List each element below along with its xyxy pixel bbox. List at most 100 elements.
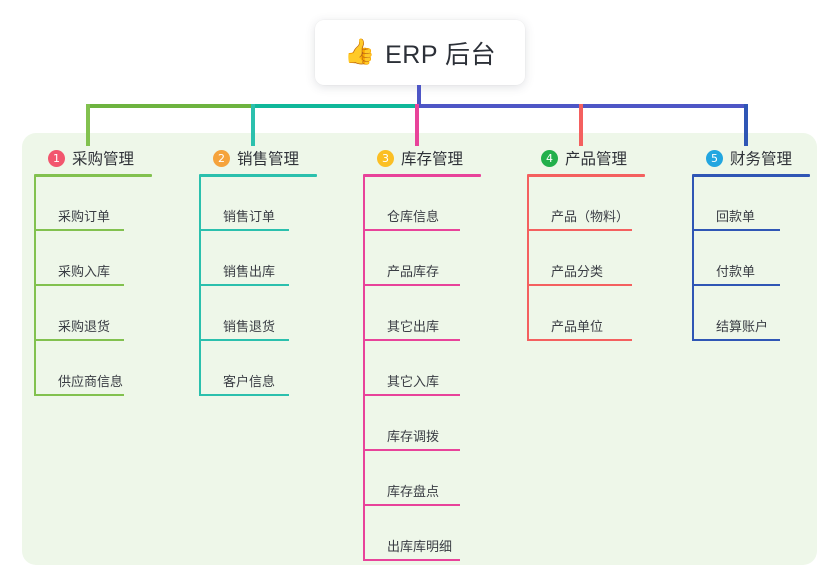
branch-items: 回款单付款单结算账户 bbox=[692, 176, 792, 341]
branch-title: 产品管理 bbox=[565, 151, 628, 168]
list-item[interactable]: 采购订单 bbox=[34, 176, 134, 231]
root-stem bbox=[417, 85, 421, 108]
list-item[interactable]: 销售订单 bbox=[199, 176, 299, 231]
list-item-underline bbox=[363, 559, 460, 561]
list-item-label: 库存调拨 bbox=[387, 429, 440, 444]
list-item-underline bbox=[527, 284, 632, 286]
list-item-label: 其它出库 bbox=[387, 319, 440, 334]
branch-items: 销售订单销售出库销售退货客户信息 bbox=[199, 176, 299, 396]
list-item[interactable]: 付款单 bbox=[692, 231, 792, 286]
list-item[interactable]: 其它出库 bbox=[363, 286, 463, 341]
list-item-underline bbox=[199, 339, 289, 341]
list-item-underline bbox=[363, 339, 460, 341]
connector-segment-green bbox=[86, 104, 253, 108]
list-item-underline bbox=[363, 229, 460, 231]
list-item-label: 回款单 bbox=[716, 209, 756, 224]
list-item-label: 库存盘点 bbox=[387, 484, 440, 499]
branch-header-4[interactable]: 4 产品管理 bbox=[527, 146, 629, 170]
list-item[interactable]: 供应商信息 bbox=[34, 341, 134, 396]
branch-rail bbox=[363, 176, 365, 561]
list-item-label: 产品库存 bbox=[387, 264, 440, 279]
list-item-underline bbox=[34, 229, 124, 231]
list-item-underline bbox=[363, 394, 460, 396]
connector-segment-teal bbox=[251, 104, 419, 108]
root-node[interactable]: 👍 ERP 后台 bbox=[315, 20, 525, 85]
branch-underline bbox=[527, 174, 645, 177]
branch-number-badge: 4 bbox=[541, 149, 558, 167]
list-item[interactable]: 销售出库 bbox=[199, 231, 299, 286]
branch-column-5: 5 财务管理回款单付款单结算账户 bbox=[692, 146, 810, 341]
list-item[interactable]: 回款单 bbox=[692, 176, 792, 231]
branch-items: 产品（物料） 产品分类产品单位 bbox=[527, 176, 632, 341]
list-item-label: 供应商信息 bbox=[58, 374, 124, 389]
list-item[interactable]: 采购退货 bbox=[34, 286, 134, 341]
list-item[interactable]: 出库库明细 bbox=[363, 506, 463, 561]
list-item-label: 仓库信息 bbox=[387, 209, 440, 224]
thumbs-up-icon: 👍 bbox=[343, 38, 376, 66]
list-item[interactable]: 销售退货 bbox=[199, 286, 299, 341]
branch-number-badge: 5 bbox=[706, 149, 723, 167]
list-item-label: 结算账户 bbox=[716, 319, 769, 334]
branch-header-3[interactable]: 3 库存管理 bbox=[363, 146, 463, 170]
branch-header-2[interactable]: 2 销售管理 bbox=[199, 146, 299, 170]
list-item-underline bbox=[363, 449, 460, 451]
branch-rail bbox=[692, 176, 694, 341]
list-item-underline bbox=[199, 284, 289, 286]
list-item-label: 付款单 bbox=[716, 264, 756, 279]
list-item[interactable]: 产品库存 bbox=[363, 231, 463, 286]
connector-drop-2 bbox=[251, 104, 255, 146]
branch-number-badge: 3 bbox=[377, 149, 394, 167]
branch-underline bbox=[34, 174, 152, 177]
list-item-underline bbox=[199, 229, 289, 231]
list-item-underline bbox=[34, 284, 124, 286]
list-item-underline bbox=[692, 229, 780, 231]
list-item[interactable]: 库存盘点 bbox=[363, 451, 463, 506]
list-item[interactable]: 采购入库 bbox=[34, 231, 134, 286]
connector-drop-3 bbox=[415, 104, 419, 146]
list-item[interactable]: 产品单位 bbox=[527, 286, 632, 341]
list-item-label: 采购退货 bbox=[58, 319, 111, 334]
list-item-label: 产品单位 bbox=[551, 319, 604, 334]
connector-drop-4 bbox=[579, 104, 583, 146]
list-item[interactable]: 库存调拨 bbox=[363, 396, 463, 451]
list-item[interactable]: 其它入库 bbox=[363, 341, 463, 396]
branch-underline bbox=[363, 174, 481, 177]
branch-rail bbox=[199, 176, 201, 396]
branch-items: 采购订单采购入库采购退货供应商信息 bbox=[34, 176, 134, 396]
list-item-underline bbox=[692, 284, 780, 286]
branch-rail bbox=[34, 176, 36, 396]
list-item-label: 销售退货 bbox=[223, 319, 276, 334]
list-item-label: 其它入库 bbox=[387, 374, 440, 389]
list-item-underline bbox=[363, 284, 460, 286]
branch-underline bbox=[199, 174, 317, 177]
branch-title: 采购管理 bbox=[72, 151, 135, 168]
list-item-underline bbox=[363, 504, 460, 506]
connector-drop-5 bbox=[744, 104, 748, 146]
branch-title: 库存管理 bbox=[401, 151, 464, 168]
branch-title: 销售管理 bbox=[237, 151, 300, 168]
branch-rail bbox=[527, 176, 529, 341]
branch-column-3: 3 库存管理仓库信息产品库存其它出库其它入库库存调拨库存盘点出库库明细 bbox=[363, 146, 481, 561]
list-item-label: 出库库明细 bbox=[387, 539, 453, 554]
list-item-underline bbox=[527, 339, 632, 341]
list-item[interactable]: 结算账户 bbox=[692, 286, 792, 341]
root-title: ERP 后台 bbox=[385, 40, 497, 69]
list-item[interactable]: 客户信息 bbox=[199, 341, 299, 396]
list-item-underline bbox=[199, 394, 289, 396]
list-item-underline bbox=[34, 339, 124, 341]
branch-number-badge: 2 bbox=[213, 149, 230, 167]
list-item[interactable]: 仓库信息 bbox=[363, 176, 463, 231]
list-item-underline bbox=[527, 229, 632, 231]
list-item-label: 销售订单 bbox=[223, 209, 276, 224]
list-item-underline bbox=[34, 394, 124, 396]
list-item-label: 采购入库 bbox=[58, 264, 111, 279]
branch-header-5[interactable]: 5 财务管理 bbox=[692, 146, 792, 170]
branch-title: 财务管理 bbox=[730, 151, 793, 168]
list-item[interactable]: 产品分类 bbox=[527, 231, 632, 286]
branch-column-4: 4 产品管理产品（物料） 产品分类产品单位 bbox=[527, 146, 645, 341]
list-item-label: 产品分类 bbox=[551, 264, 604, 279]
list-item[interactable]: 产品（物料） bbox=[527, 176, 632, 231]
